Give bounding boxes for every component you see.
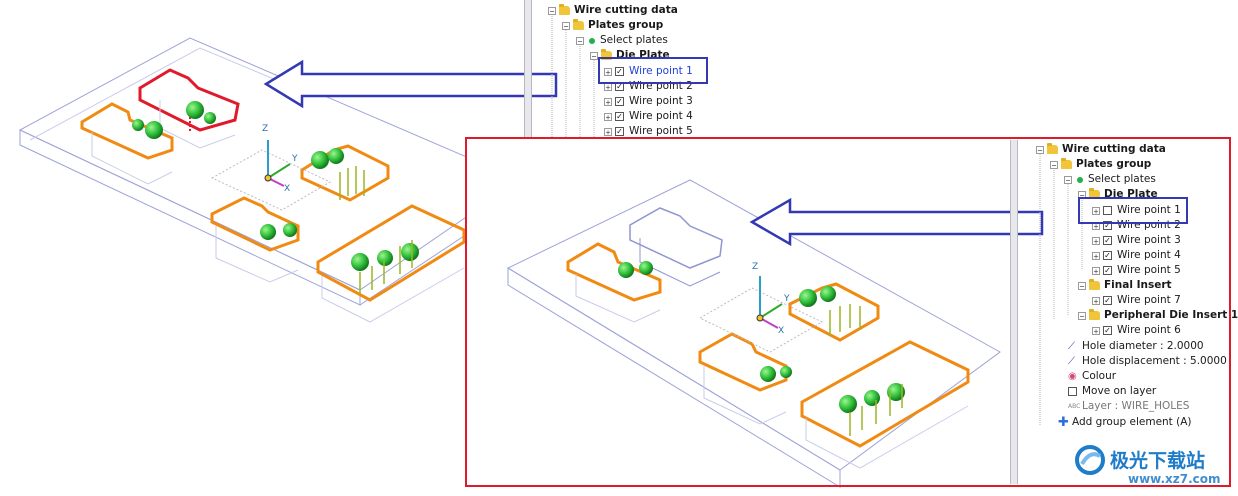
main-tree-root[interactable]: −Wire cutting data (1036, 143, 1166, 155)
top-tree-wire-point-3[interactable]: +✓Wire point 3 (604, 95, 693, 107)
main-tree-wire-point-3[interactable]: +✓Wire point 3 (1092, 234, 1181, 246)
main-tree-move-on-layer[interactable]: Move on layer (1068, 384, 1156, 399)
palette-icon: ◉ (1068, 370, 1077, 382)
axis-label-x-top: X (284, 184, 291, 194)
main-tree-wire-point-5[interactable]: +✓Wire point 5 (1092, 264, 1181, 276)
arrow-top (263, 59, 558, 109)
text-icon: ABC (1068, 402, 1081, 410)
watermark-url: www.xz7.com (1128, 472, 1221, 486)
watermark-title: 极光下载站 (1110, 450, 1206, 472)
main-tree-hole-diameter[interactable]: ⟋Hole diameter : 2.0000 (1068, 340, 1204, 352)
main-tree-plates-group[interactable]: −Plates group (1050, 158, 1152, 170)
top-tree-wire-point-4[interactable]: +✓Wire point 4 (604, 110, 693, 122)
top-tree-root[interactable]: −Wire cutting data (548, 4, 678, 16)
splitter-main[interactable] (1010, 140, 1018, 484)
highlight-top-wire-point-1 (598, 57, 708, 84)
main-tree-add-group-element[interactable]: ✚Add group element (A) (1058, 414, 1192, 430)
displacement-icon: ⟋ (1068, 355, 1075, 367)
watermark-logo-icon (1074, 444, 1106, 476)
main-tree-wire-point-4[interactable]: +✓Wire point 4 (1092, 249, 1181, 261)
diameter-icon: ⟋ (1068, 340, 1075, 352)
add-icon: ✚ (1058, 414, 1069, 430)
top-tree-wire-point-1[interactable]: +✓Wire point 1 (604, 65, 693, 77)
main-tree-peripheral-die-insert[interactable]: −Peripheral Die Insert 1 (1078, 309, 1238, 321)
top-tree-wire-point-5[interactable]: +✓Wire point 5 (604, 125, 693, 137)
axis-label-x-main: X (778, 326, 785, 336)
axis-label-z-top: Z (262, 124, 269, 134)
comparison-frame (465, 137, 1231, 487)
axis-label-y-top: Y (292, 154, 298, 164)
top-tree-plates-group[interactable]: −Plates group (562, 19, 664, 31)
main-tree-colour[interactable]: ◉Colour (1068, 370, 1117, 382)
top-left-model (18, 37, 522, 323)
bottom-panel-bg (466, 138, 1230, 486)
main-tree-wire-point-7[interactable]: +✓Wire point 7 (1092, 294, 1181, 306)
main-tree-hole-displacement[interactable]: ⟋Hole displacement : 5.0000 (1068, 355, 1227, 367)
top-tree-panel: −Wire cutting data −Plates group −Select… (548, 0, 1018, 138)
top-tree-select-plates[interactable]: −Select plates (576, 34, 668, 46)
main-tree-select-plates[interactable]: −Select plates (1064, 173, 1156, 185)
main-tree-wire-point-1[interactable]: +Wire point 1 (1092, 204, 1181, 216)
splitter-top[interactable] (524, 0, 532, 138)
main-tree-final-insert[interactable]: −Final Insert (1078, 279, 1172, 291)
highlight-main-wire-point-1 (1078, 197, 1188, 224)
main-tree-wire-point-6[interactable]: +✓Wire point 6 (1092, 324, 1181, 336)
axis-label-y-main: Y (784, 294, 790, 304)
axis-label-z-main: Z (752, 262, 759, 272)
